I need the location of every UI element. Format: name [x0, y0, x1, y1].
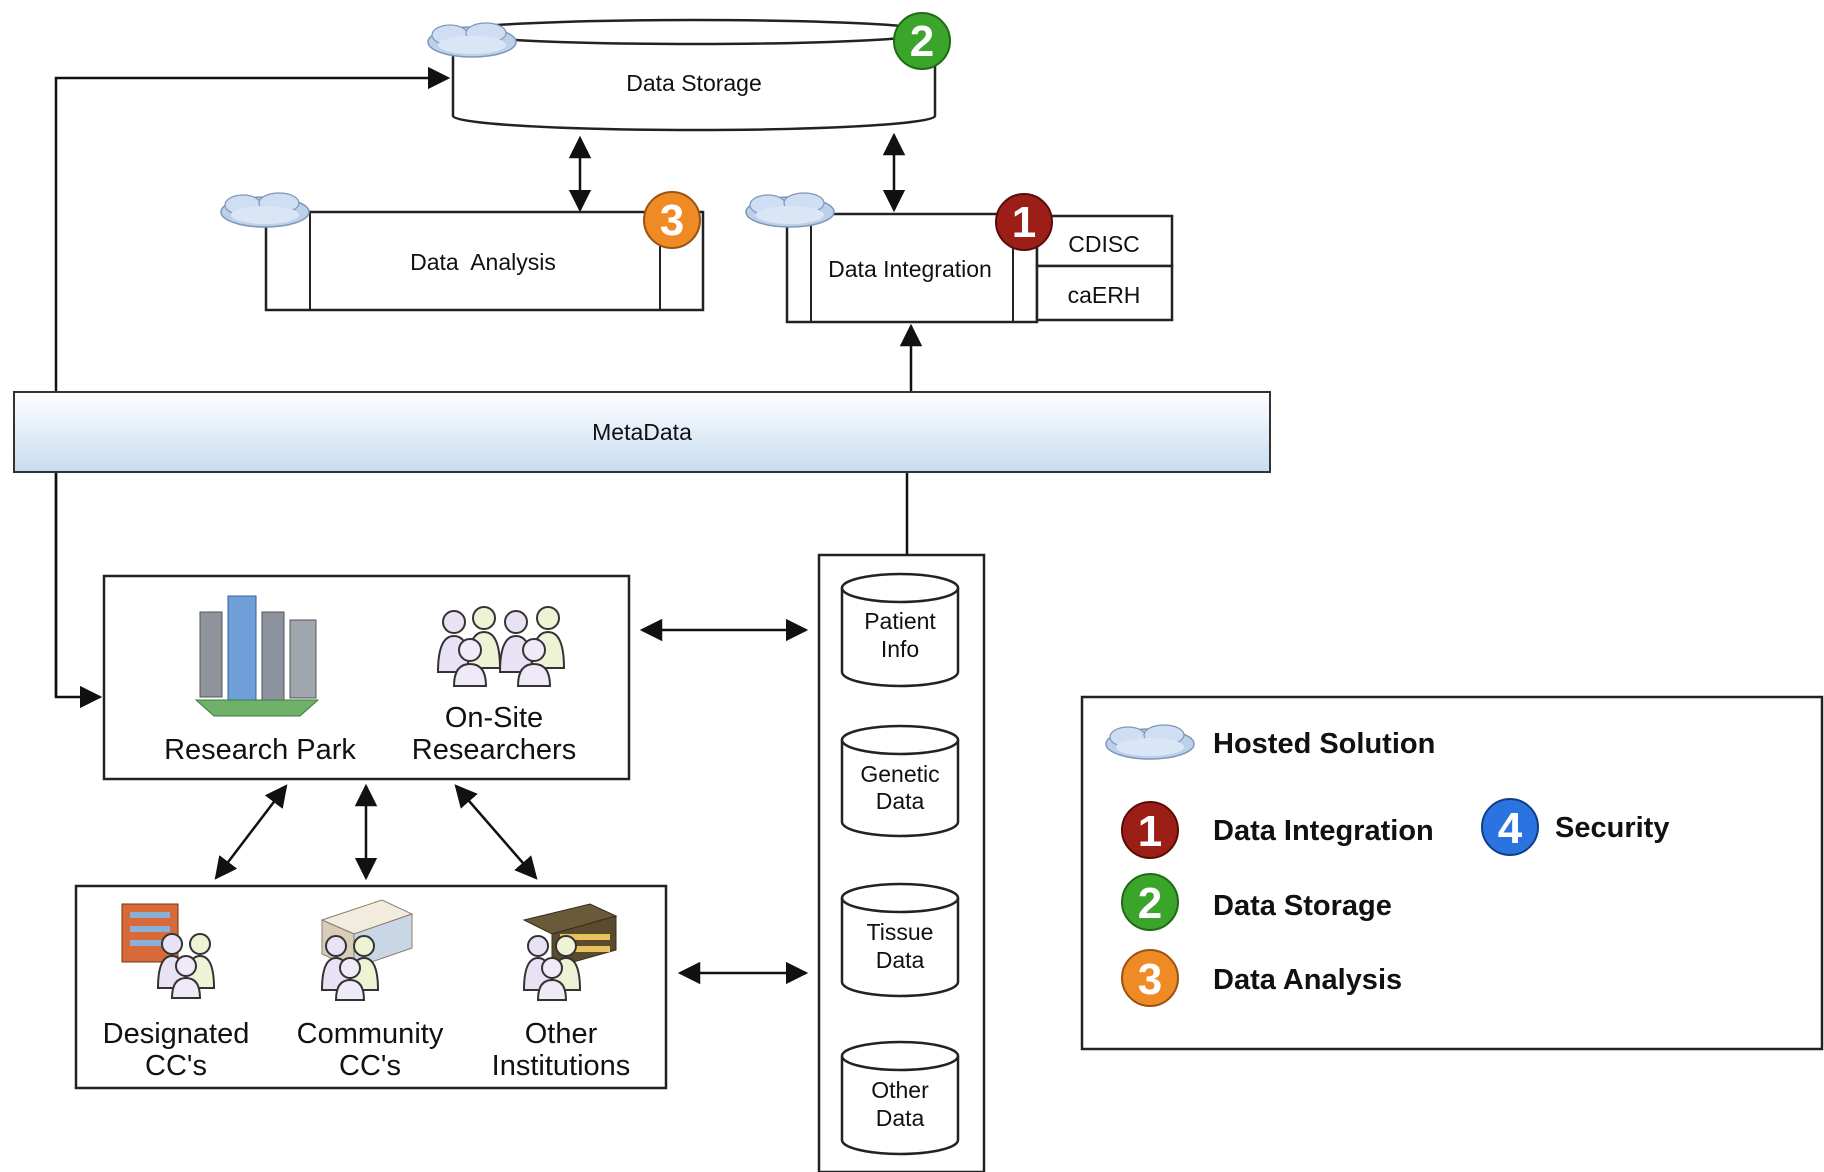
tissue-data-line2: Data: [876, 947, 925, 973]
community-label-line1: Community: [297, 1018, 444, 1050]
connectors: [54, 66, 923, 985]
legend-integration-number: 1: [1138, 807, 1162, 856]
hosted-cloud-icon: [1105, 724, 1195, 760]
designated-label-line1: Designated: [103, 1018, 250, 1050]
legend-data-integration: Data Integration: [1213, 815, 1434, 847]
tissue-data-cylinder: Tissue Data: [840, 882, 960, 998]
onsite-label-line1: On-Site: [445, 702, 543, 734]
integration-badge: 1: [995, 193, 1053, 251]
tissue-data-line1: Tissue: [867, 919, 934, 945]
integration-badge-number: 1: [1012, 198, 1036, 247]
metadata-bar: MetaData: [13, 391, 1271, 473]
storage-badge: 2: [893, 12, 951, 70]
data-storage-node: Data Storage 2: [427, 12, 951, 132]
analysis-badge: 3: [643, 191, 701, 249]
designated-label-line2: CC's: [145, 1050, 207, 1082]
data-analysis-label: Data Analysis: [410, 249, 556, 275]
cdisc-tab: [1035, 214, 1174, 268]
community-label-line2: CC's: [339, 1050, 401, 1082]
research-park-label: Research Park: [164, 734, 356, 766]
legend-analysis-number: 3: [1138, 955, 1162, 1004]
legend-hosted-solution: Hosted Solution: [1213, 728, 1435, 760]
patient-info-line2: Info: [881, 636, 919, 662]
research-designated-arrow: [214, 784, 288, 880]
legend-storage-badge: 2: [1121, 873, 1179, 931]
research-feed-line: [54, 470, 103, 709]
onsite-label-line2: Researchers: [412, 734, 576, 766]
data-analysis-node: Data Analysis 3: [220, 191, 705, 312]
other-data-cylinder: Other Data: [840, 1040, 960, 1156]
other-data-line1: Other: [871, 1077, 929, 1103]
data-sources-column: Patient Info Genetic Data Tissue Data Ot…: [817, 553, 986, 1172]
research-park-box: Research Park On-Site Researchers: [102, 574, 631, 781]
designated-icon: [121, 903, 216, 999]
other-data-line2: Data: [876, 1105, 925, 1131]
institutions-box: Designated CC's Community CC's: [74, 884, 668, 1090]
caerh-tab: [1035, 264, 1174, 322]
legend-security-number: 4: [1498, 804, 1523, 853]
legend-data-analysis: Data Analysis: [1213, 964, 1402, 996]
metadata-label: MetaData: [592, 419, 692, 445]
data-integration-node: Data Integration CDISC caERH 1: [745, 192, 1174, 324]
cdisc-label: CDISC: [1068, 231, 1140, 257]
legend-data-storage: Data Storage: [1213, 890, 1392, 922]
data-integration-label: Data Integration: [828, 256, 992, 282]
hosted-cloud-icon: [220, 192, 310, 228]
hosted-cloud-icon: [427, 22, 517, 58]
hosted-cloud-icon: [745, 192, 835, 228]
data-storage-label: Data Storage: [626, 70, 762, 96]
genetic-data-line1: Genetic: [860, 761, 939, 787]
analysis-badge-number: 3: [660, 196, 684, 245]
legend-analysis-badge: 3: [1121, 949, 1179, 1007]
genetic-data-line2: Data: [876, 788, 925, 814]
legend-storage-number: 2: [1138, 879, 1162, 928]
patient-info-line1: Patient: [864, 608, 936, 634]
caerh-label: caERH: [1068, 282, 1141, 308]
patient-info-cylinder: Patient Info: [840, 572, 960, 688]
legend-integration-badge: 1: [1121, 801, 1179, 859]
people-icon: [436, 606, 566, 687]
legend: Hosted Solution 1 Data Integration 2 Dat…: [1080, 695, 1824, 1051]
community-icon: [320, 899, 414, 1001]
buildings-icon: [194, 595, 320, 717]
research-other-arrow: [454, 784, 538, 880]
genetic-data-cylinder: Genetic Data: [840, 724, 960, 838]
storage-badge-number: 2: [910, 17, 934, 66]
other-institutions-label-line1: Other: [525, 1018, 598, 1050]
other-institutions-label-line2: Institutions: [492, 1050, 631, 1082]
legend-security-badge: 4: [1481, 798, 1539, 856]
other-institutions-icon: [522, 903, 618, 1001]
legend-security: Security: [1555, 812, 1669, 844]
